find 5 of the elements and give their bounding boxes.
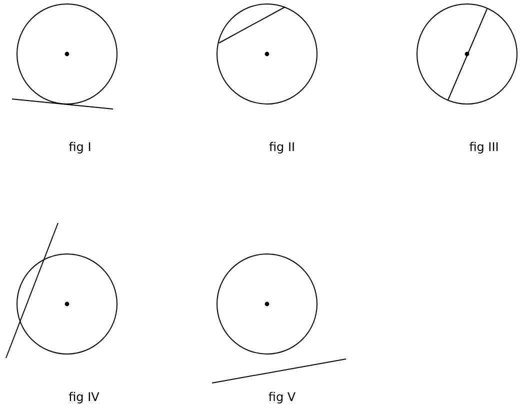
figure-label: fig I bbox=[68, 140, 92, 154]
figure-label: fig II bbox=[268, 140, 296, 154]
figure-label: fig V bbox=[268, 390, 296, 404]
figure-label: fig IV bbox=[68, 390, 100, 404]
figure-label: fig III bbox=[469, 140, 499, 154]
